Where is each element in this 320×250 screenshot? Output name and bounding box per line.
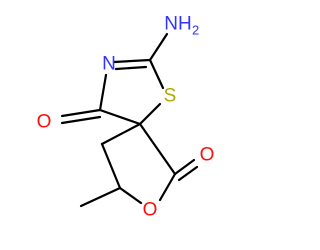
bond-n3-c4	[98, 73, 108, 112]
bond-o-ring-carbonyl	[158, 172, 177, 202]
atom-s-thiazoline: S	[164, 86, 177, 107]
atom-o-lactone-carbonyl: O	[200, 145, 215, 166]
bond-c4-o-ketone	[60, 108, 102, 118]
atom-o-ring: O	[143, 200, 158, 221]
bond-s-spiro	[138, 102, 162, 126]
atom-nh2-subscript: 2	[192, 23, 199, 38]
bond-carbonyl-o-lactone	[173, 158, 196, 176]
bond-layer	[60, 32, 199, 208]
bond-ch-o-ring	[118, 186, 143, 205]
bond-c2-s	[148, 58, 165, 90]
amine-group-label: NH 2	[164, 14, 199, 38]
atom-nh2: NH	[164, 14, 191, 35]
bond-c4-o-ketone-double	[60, 115, 102, 125]
bond-ch-methyl	[79, 186, 122, 208]
bond-c2-nh2	[148, 32, 169, 62]
bond-carbonyl-o-lactone-double	[177, 165, 199, 182]
bond-carbonyl-spiro	[138, 122, 177, 176]
bond-spiro-ch2	[100, 122, 142, 146]
bond-c2-n3-double	[114, 65, 148, 71]
atom-n-thiazoline: N	[102, 54, 116, 75]
bond-ch2-ch	[100, 142, 122, 190]
bond-c2-n3	[112, 58, 152, 64]
molecule-structure: NH 2 N S O O O	[37, 14, 215, 221]
atom-o-ketone: O	[37, 112, 52, 133]
bond-c4-spiro	[98, 108, 142, 126]
atom-layer: NH 2 N S O O O	[37, 14, 215, 221]
